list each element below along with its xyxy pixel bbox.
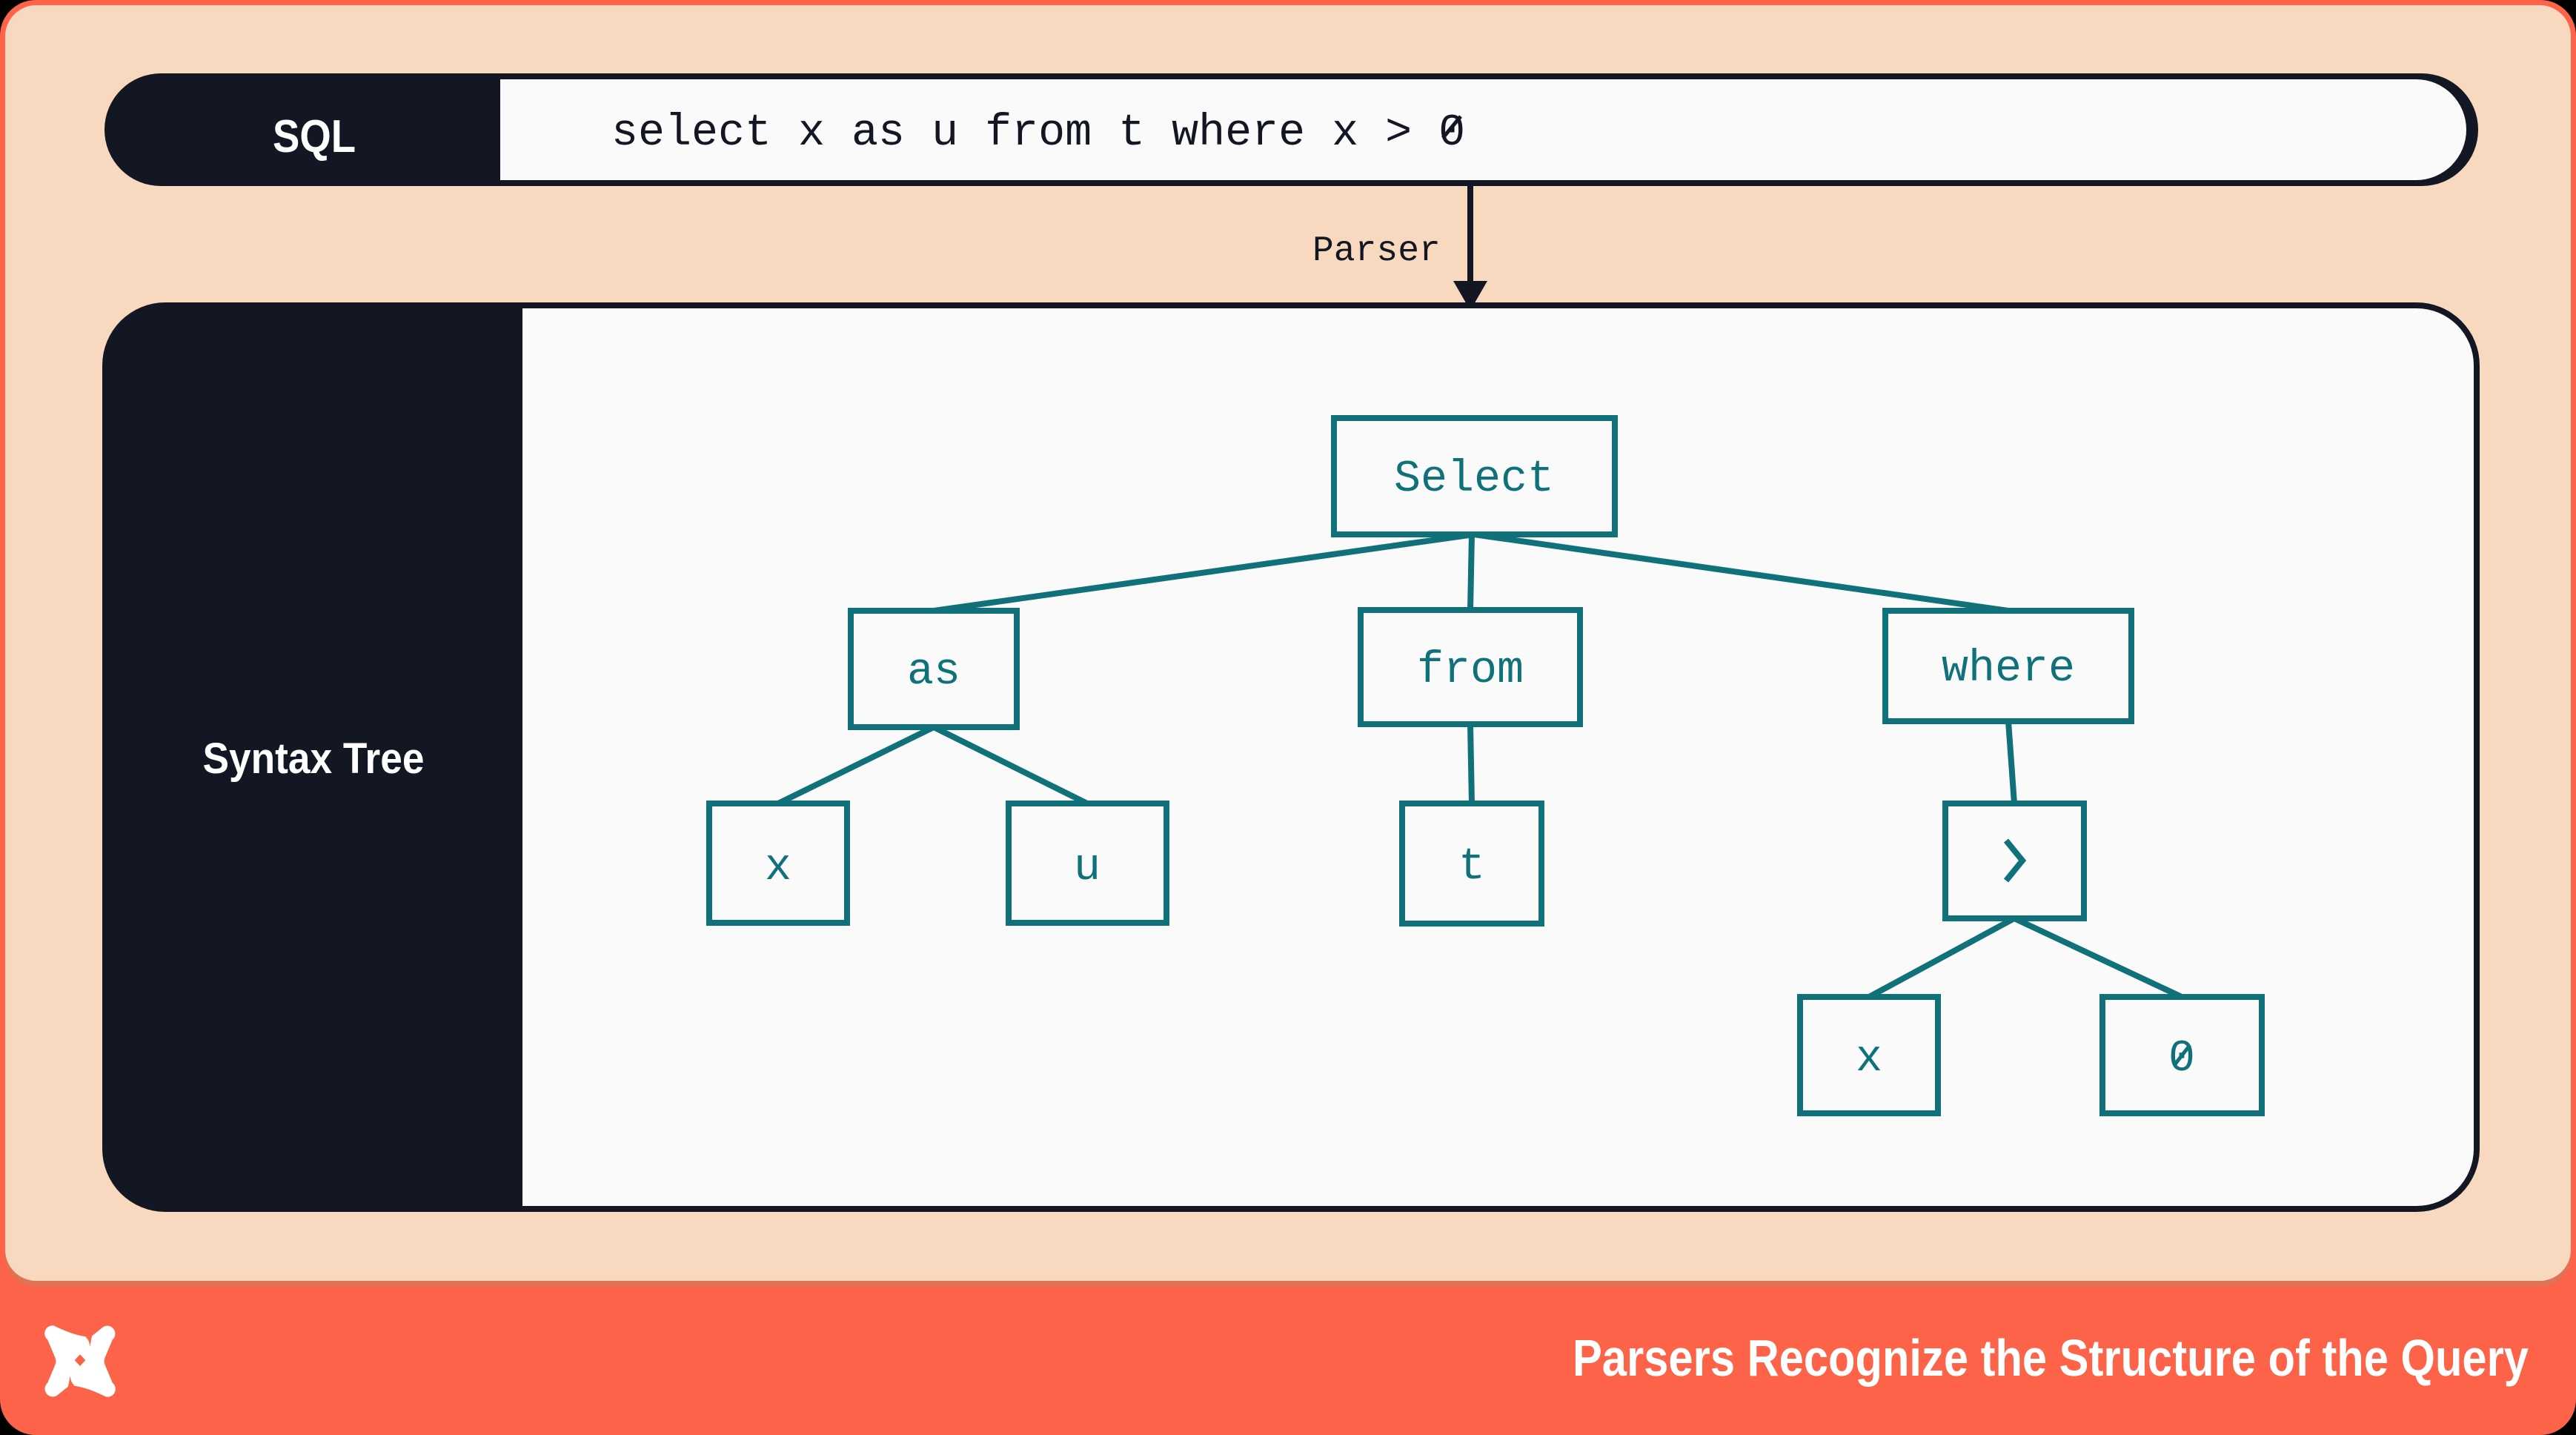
svg-text:0: 0 <box>2168 1034 2195 1084</box>
svg-text:from: from <box>1417 646 1524 696</box>
svg-text:as: as <box>907 647 960 697</box>
svg-text:x: x <box>765 843 791 893</box>
svg-text:select x as u from t where x >: select x as u from t where x > 0 <box>611 108 1465 159</box>
svg-text:SQL: SQL <box>273 111 356 162</box>
svg-text:x: x <box>1856 1034 1882 1084</box>
svg-text:t: t <box>1458 842 1485 892</box>
svg-text:Parser: Parser <box>1312 231 1441 271</box>
svg-text:Select: Select <box>1394 454 1554 505</box>
svg-text:where: where <box>1942 644 2075 695</box>
svg-text:Parsers Recognize the Structur: Parsers Recognize the Structure of the Q… <box>1573 1329 2529 1387</box>
svg-text:u: u <box>1074 843 1101 893</box>
svg-text:Syntax Tree: Syntax Tree <box>203 735 425 783</box>
